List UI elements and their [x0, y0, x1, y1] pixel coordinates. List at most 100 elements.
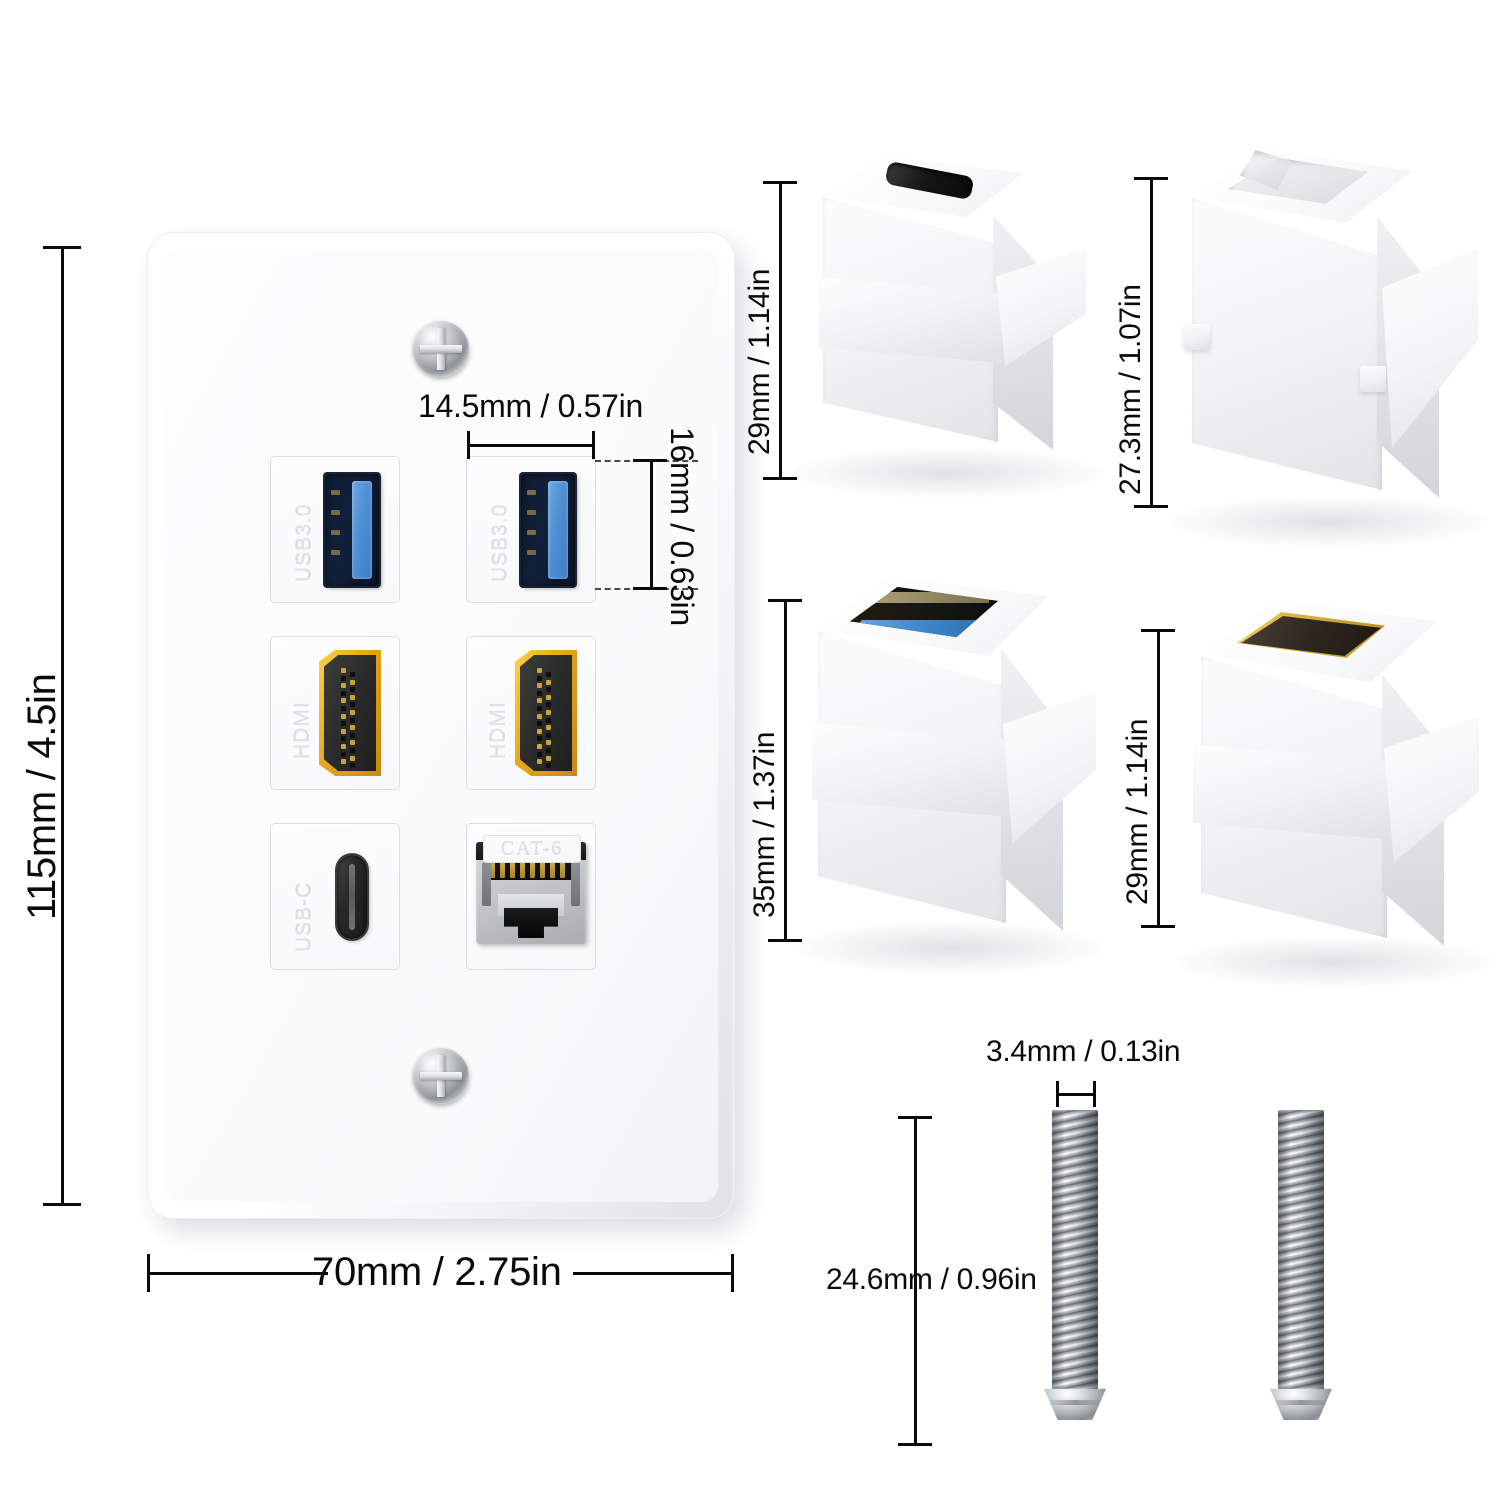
hdmi-pin: [341, 706, 346, 711]
port-label-usb3-left: USB3.0: [293, 503, 316, 582]
dim-tick-screw-length-bottom: [898, 1443, 932, 1446]
hdmi-jack-left: [319, 650, 381, 776]
dim-label-port-width: 14.5mm / 0.57in: [418, 388, 643, 424]
usb3-contact-strip: [855, 592, 990, 603]
hdmi-pin: [537, 713, 542, 719]
dim-line-port-height: [650, 461, 653, 589]
module-flange: [812, 723, 1010, 817]
hdmi-pin: [350, 679, 355, 685]
port-label-cat6: CAT-6: [500, 837, 564, 860]
hdmi-pin: [350, 755, 355, 761]
hdmi-jack-right: [515, 650, 577, 776]
dim-tick-screw-diameter-left: [1056, 1081, 1059, 1107]
hdmi-pin: [546, 694, 551, 700]
port-frame-hdmi-right: HDMI: [466, 636, 596, 790]
hdmi-pin: [546, 702, 551, 708]
dim-label-plate-height: 115mm / 4.5in: [20, 673, 64, 920]
hdmi-pin: [350, 740, 355, 746]
rj45-rail-left: [482, 862, 491, 906]
port-label-usbc: USB-C: [293, 881, 316, 952]
dim-label-module-rj45: 27.3mm / 1.07in: [1114, 284, 1147, 495]
usb3-tongue: [548, 481, 568, 579]
dim-tick-plate-height-bottom: [43, 1203, 81, 1206]
hdmi-pin: [341, 744, 346, 749]
hdmi-pin-row: [319, 650, 381, 776]
dim-tick-port-height-top: [633, 459, 667, 462]
hdmi-pin: [537, 668, 542, 673]
wall-plate: USB3.0 USB3.0 HDMI HDMI: [148, 233, 734, 1218]
hdmi-pin: [341, 668, 346, 673]
mounting-screw-1: [1044, 1110, 1106, 1450]
hdmi-pin-row: [515, 650, 577, 776]
hdmi-pin: [546, 748, 551, 753]
dim-line-module-hdmi: [1157, 630, 1160, 928]
hdmi-pin: [341, 736, 346, 742]
dim-line-module-usb3: [784, 600, 787, 942]
hdmi-pin: [546, 755, 551, 761]
hdmi-keystone-coupler: [1169, 598, 1499, 988]
dim-label-screw-diameter: 3.4mm / 0.13in: [986, 1035, 1181, 1068]
hdmi-pin: [546, 679, 551, 685]
hdmi-pin: [341, 728, 346, 734]
hdmi-pin: [350, 748, 355, 753]
hdmi-pin: [341, 683, 346, 689]
usb-c-keystone-module: [787, 155, 1107, 499]
dim-line-module-usbc: [779, 182, 782, 479]
hdmi-pin: [537, 744, 542, 749]
hdmi-pin: [341, 675, 346, 681]
port-label-usb3-right: USB3.0: [489, 503, 512, 582]
dim-label-module-hdmi: 29mm / 1.14in: [1121, 718, 1154, 905]
dim-tick-module-usb3-top: [768, 599, 802, 602]
hdmi-pin: [537, 759, 542, 765]
dim-line-screw-diameter: [1057, 1093, 1096, 1096]
port-frame-usb3-right: USB3.0: [466, 456, 596, 603]
hdmi-pin: [341, 759, 346, 765]
wall-plate-inner-face: [164, 249, 718, 1202]
rj45-rail-right: [571, 862, 580, 906]
port-frame-cat6: CAT-6: [466, 823, 596, 970]
mounting-screw-2: [1270, 1110, 1332, 1450]
dim-tick-port-width-left: [467, 431, 470, 459]
hdmi-pin: [546, 740, 551, 746]
dim-line-port-width: [468, 444, 595, 447]
dim-tick-module-hdmi-top: [1141, 629, 1175, 632]
dim-tick-module-usbc-top: [763, 181, 797, 184]
usbc-jack: [337, 855, 367, 939]
dim-tick-module-hdmi-bottom: [1141, 925, 1175, 928]
rj45-key-slot: [504, 908, 558, 938]
module-flange: [1193, 744, 1391, 840]
dim-tick-plate-width-left: [147, 1254, 150, 1292]
dim-line-module-rj45: [1150, 178, 1153, 508]
plate-screw-top: [413, 321, 469, 377]
hdmi-pin: [546, 687, 551, 693]
hdmi-pin: [546, 710, 551, 715]
dim-tick-module-rj45-top: [1134, 177, 1168, 180]
hdmi-pin: [341, 690, 346, 696]
hdmi-pin: [537, 683, 542, 689]
hdmi-pin: [341, 698, 346, 704]
hdmi-pin: [537, 675, 542, 681]
module-front-face: [1192, 198, 1382, 490]
hdmi-pin: [350, 694, 355, 700]
port-frame-hdmi-left: HDMI: [270, 636, 400, 790]
hdmi-pin: [350, 732, 355, 738]
rj45-keystone-coupler: [1164, 148, 1494, 548]
module-shadow: [792, 921, 1108, 975]
usb3-keystone-module: [792, 575, 1108, 975]
dim-line-plate-width-left: [148, 1272, 328, 1275]
hdmi-pin: [350, 710, 355, 715]
dim-label-port-height: 16mm / 0.63in: [664, 427, 700, 626]
port-label-hdmi-right: HDMI: [487, 701, 510, 759]
port-frame-usbc: USB-C: [270, 823, 400, 970]
hdmi-pin: [341, 751, 346, 757]
usb3-jack-left: [325, 474, 379, 586]
hdmi-pin: [537, 736, 542, 742]
screw-head: [1044, 1388, 1106, 1420]
dim-tick-module-usb3-bottom: [768, 939, 802, 942]
dim-tick-plate-width-right: [731, 1254, 734, 1292]
hdmi-pin: [350, 687, 355, 693]
plate-screw-bottom: [413, 1048, 469, 1104]
screw-slot-horizontal: [420, 1072, 462, 1080]
module-nub-left: [1184, 324, 1210, 350]
module-nub-right: [1360, 366, 1386, 392]
